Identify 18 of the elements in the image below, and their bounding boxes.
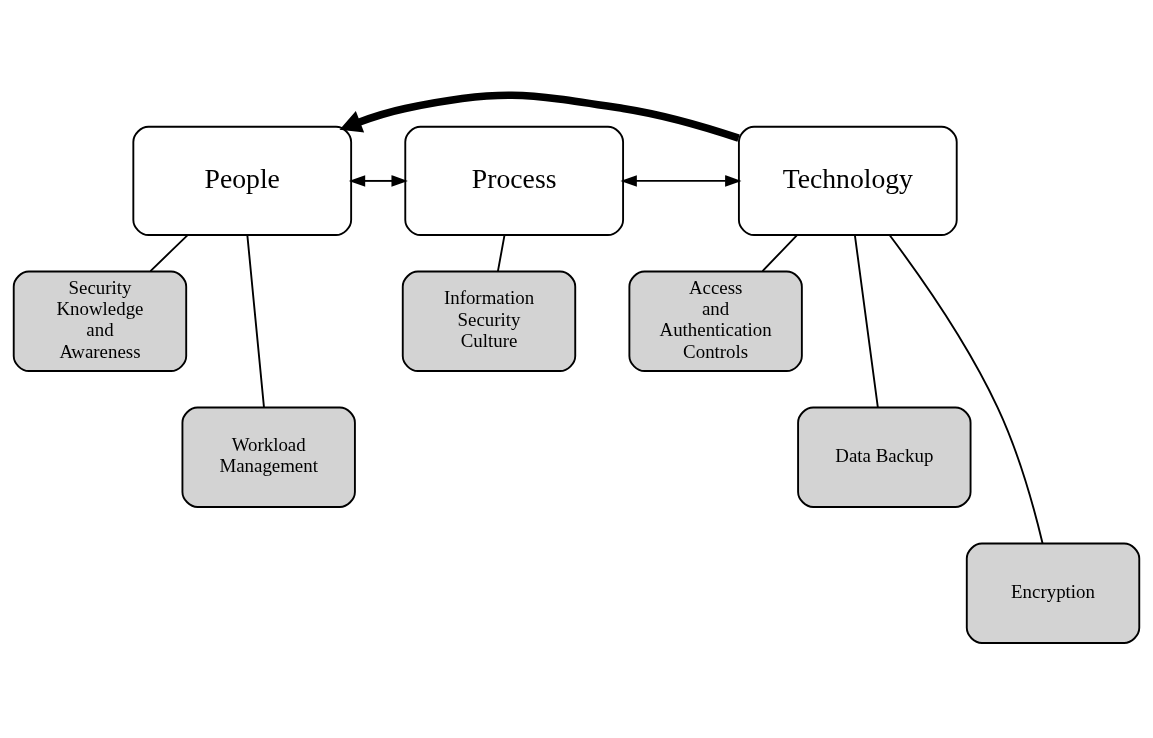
- node-box: Process: [404, 125, 625, 236]
- node-box: Encryption: [965, 542, 1141, 644]
- node-box: Workload Management: [181, 406, 356, 508]
- arrow: [339, 91, 740, 142]
- connector: [853, 234, 879, 409]
- connector: [761, 234, 799, 273]
- node-box: People: [132, 125, 353, 236]
- node-box: Information Security Culture: [401, 270, 577, 372]
- arrow: [620, 175, 742, 187]
- connector: [497, 234, 506, 273]
- node-box: Technology: [737, 125, 958, 236]
- node-box: Security Knowledge and Awareness: [12, 270, 188, 372]
- connector: [149, 234, 189, 273]
- node-box: Access and Authentication Controls: [628, 270, 803, 372]
- connector: [888, 234, 1044, 545]
- arrow: [348, 175, 408, 187]
- node-box: Data Backup: [797, 406, 972, 508]
- connector: [246, 234, 265, 409]
